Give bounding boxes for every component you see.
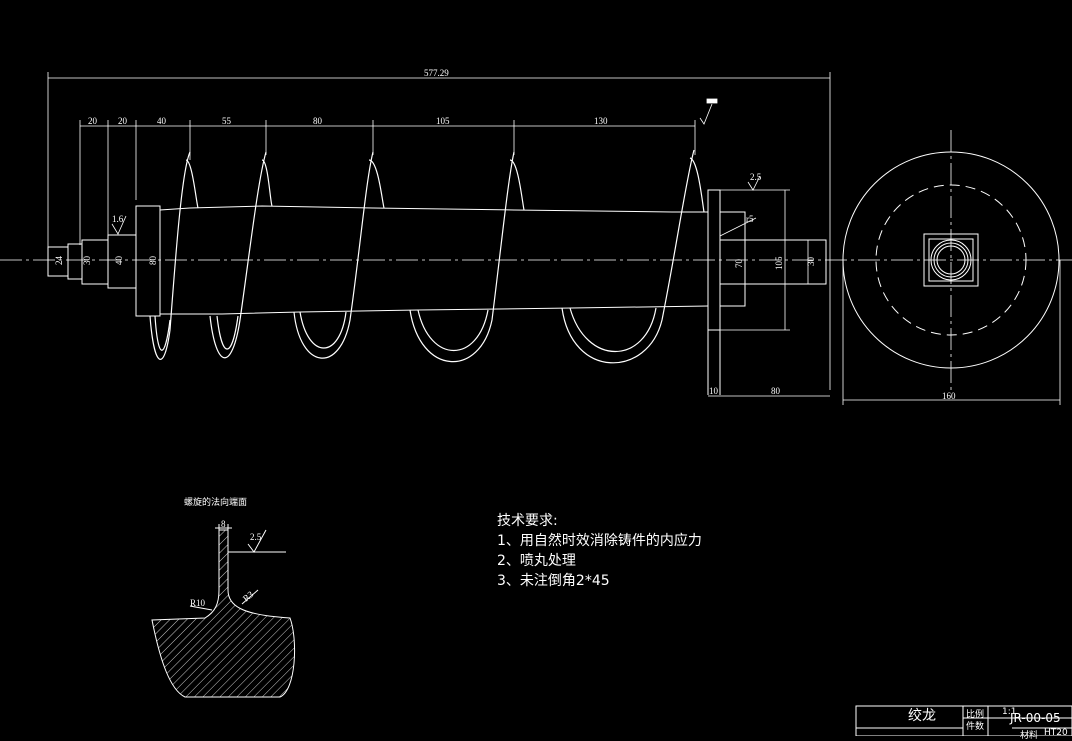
radius-label: r5	[746, 214, 754, 224]
flange-right	[707, 189, 827, 395]
shaft-left	[47, 205, 161, 317]
dim-seg-6: 105	[436, 116, 450, 126]
material-value: HT20	[1044, 728, 1068, 738]
dim-seg-5: 80	[313, 116, 323, 126]
section-r10-label: R10	[190, 598, 206, 608]
dim-seg-1: 20	[88, 116, 98, 126]
dim-seg-4: 55	[222, 116, 232, 126]
dim-seg-2: 20	[118, 116, 128, 126]
dim-shaft-24: 24	[54, 256, 64, 266]
surface-mark	[699, 98, 718, 125]
roughness-symbol	[111, 215, 127, 235]
section-r3-label: R3	[241, 589, 256, 604]
dim-seg-3: 40	[157, 116, 167, 126]
note-item: 3、未注倒角2*45	[497, 573, 610, 589]
section-view	[151, 524, 296, 698]
dim-bottom-160: 160	[942, 391, 956, 401]
screw-core	[159, 205, 709, 315]
part-name: 绞龙	[908, 708, 936, 724]
segment-dimensions	[79, 120, 696, 245]
dim-shaft-40: 40	[114, 256, 124, 266]
count-label: 件数	[966, 722, 985, 732]
note-item: 2、喷丸处理	[497, 553, 576, 569]
title-block	[855, 705, 1072, 736]
dim-bottom-80: 80	[771, 386, 781, 396]
dim-right-30: 30	[806, 257, 816, 267]
technical-requirements: 技术要求: 1、用自然时效消除铸件的内应力 2、喷丸处理 3、未注倒角2*45	[497, 511, 702, 591]
right-dimensions	[719, 175, 809, 331]
dim-shaft-30: 30	[82, 256, 92, 266]
bottom-dimensions	[708, 260, 1061, 405]
dim-right-105: 105	[774, 256, 784, 270]
material-label: 材料	[1020, 731, 1039, 741]
end-view	[842, 130, 1060, 390]
dim-shaft-80: 80	[148, 256, 158, 266]
scale-value: 1:1	[1002, 707, 1017, 717]
overall-dimension	[47, 72, 831, 390]
section-width-label: 8	[221, 519, 226, 529]
roughness-label-right: 2.5	[750, 172, 762, 182]
note-item: 1、用自然时效消除铸件的内应力	[497, 533, 702, 549]
roughness-label-left: 1.6	[112, 214, 124, 224]
screw-flights	[149, 149, 705, 364]
dim-seg-7: 130	[594, 116, 608, 126]
section-title: 螺旋的法向端面	[184, 498, 248, 508]
overall-length-label: 577.29	[424, 68, 449, 78]
dim-right-70: 70	[734, 259, 744, 269]
section-roughness-label: 2.5	[250, 532, 262, 542]
notes-heading: 技术要求:	[497, 513, 558, 529]
drawing-code: JR-00-05	[1010, 711, 1061, 725]
dim-bottom-10: 10	[709, 386, 719, 396]
scale-label: 比例	[966, 710, 985, 720]
